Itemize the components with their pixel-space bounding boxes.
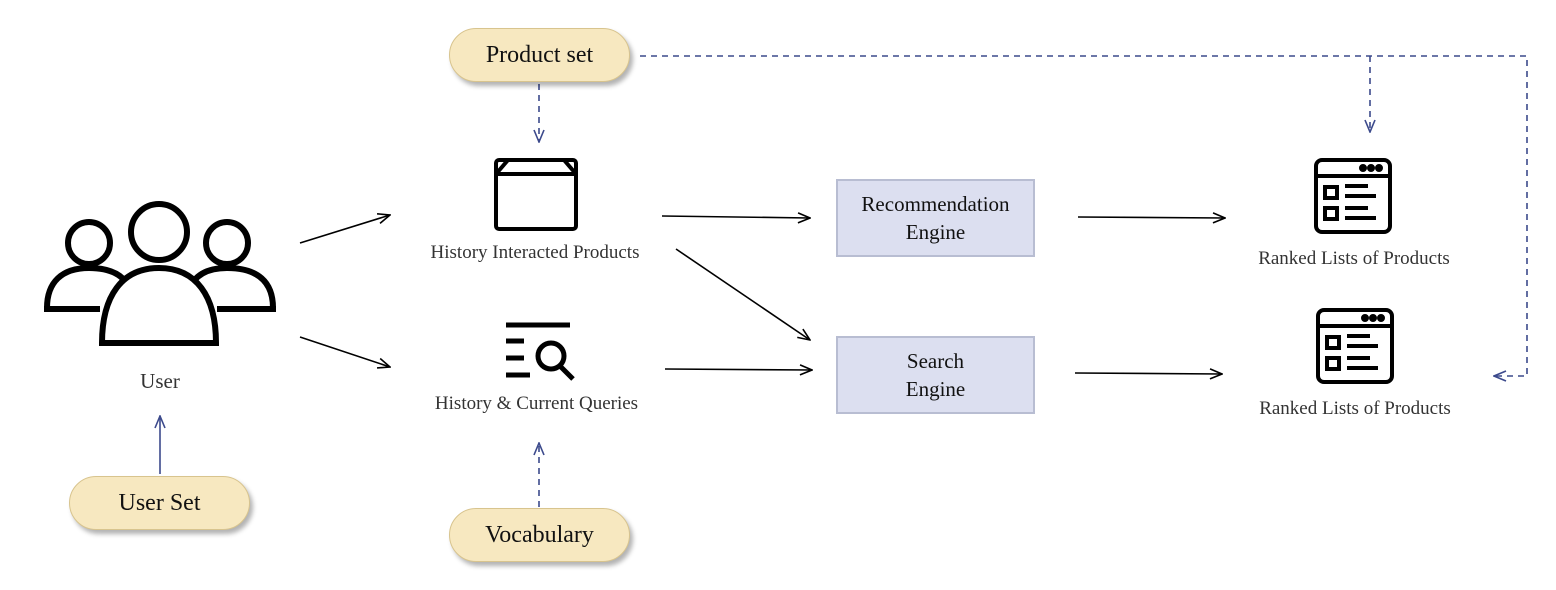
search-engine-box: Search Engine <box>836 336 1035 414</box>
ranked-list-label-top: Ranked Lists of Products <box>1258 248 1450 269</box>
users-icon <box>44 201 276 346</box>
queries-label: History & Current Queries <box>434 393 639 414</box>
ranked-list-icon <box>1316 308 1394 384</box>
arrow-products-to-search <box>675 248 810 340</box>
user-set-label: User Set <box>118 489 201 516</box>
arrow-products-to-recommendation <box>661 216 810 218</box>
arrow-user-to-queries <box>299 336 390 367</box>
recommendation-engine-box: Recommendation Engine <box>836 179 1035 257</box>
product-set-label: Product set <box>485 41 594 68</box>
user-label: User <box>140 369 180 393</box>
product-set-pill: Product set <box>449 28 630 82</box>
recommendation-engine-line1: Recommendation <box>861 192 1010 216</box>
arrow-queries-to-search <box>664 369 812 370</box>
arrow-recommendation-to-ranked <box>1077 217 1225 218</box>
box-icon <box>494 158 578 231</box>
arrow-user-to-history-products <box>299 215 390 244</box>
ranked-list-label-bottom: Ranked Lists of Products <box>1259 398 1451 419</box>
recommendation-engine-line2: Engine <box>905 220 966 244</box>
search-engine-line1: Search <box>906 349 965 373</box>
search-list-icon <box>506 322 575 381</box>
history-products-label: History Interacted Products <box>430 242 640 263</box>
arrow-search-to-ranked <box>1074 373 1222 374</box>
user-set-pill: User Set <box>69 476 250 530</box>
search-engine-line2: Engine <box>905 377 966 401</box>
ranked-list-icon <box>1314 158 1392 234</box>
vocabulary-label: Vocabulary <box>485 521 594 548</box>
vocabulary-pill: Vocabulary <box>449 508 630 562</box>
dashed-line-productset-right <box>640 55 1528 376</box>
